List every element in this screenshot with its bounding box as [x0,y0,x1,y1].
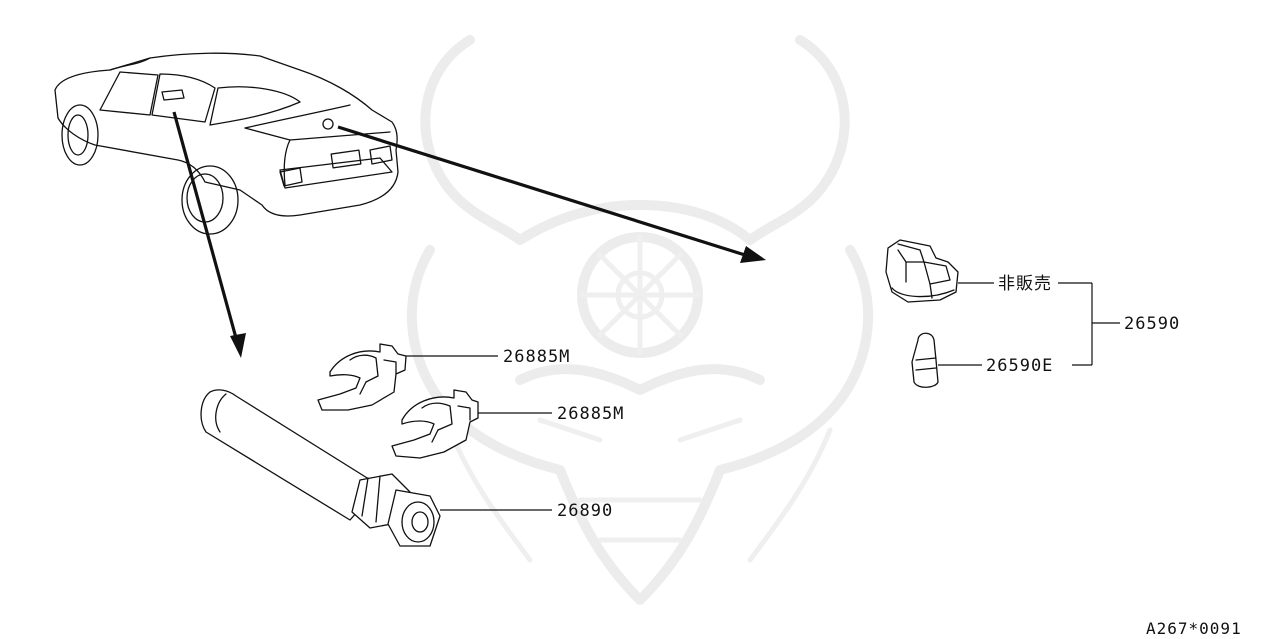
clip-upper [317,343,407,411]
bulb [911,332,939,388]
label-clip-lower: 26885M [557,404,624,424]
label-not-sold: 非販売 [998,274,1052,294]
arrow-to-lens [172,111,246,358]
label-bulb: 26590E [986,356,1053,376]
clip-lower [391,389,479,459]
car-illustration [54,52,399,235]
watermark-logo [406,35,874,605]
lamp-socket [885,239,959,303]
label-lamp-assembly: 26590 [1124,314,1180,334]
arrow-to-lamp [337,125,766,263]
lens-cylinder [200,389,441,547]
leader-lines [406,282,1120,511]
label-clip-upper: 26885M [503,347,570,367]
diagram-code: A267*0091 [1146,619,1242,638]
label-lens: 26890 [557,501,613,521]
